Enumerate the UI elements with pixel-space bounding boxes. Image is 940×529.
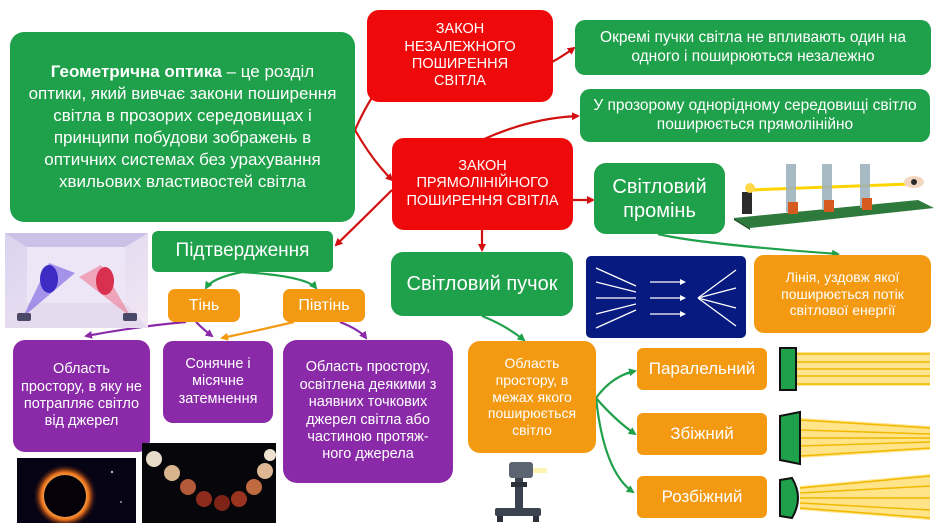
eclipse-box: Сонячне і місячне затемнення bbox=[163, 341, 273, 423]
law-rectilinear-label: ЗАКОН ПРЯМОЛІНІЙНОГО ПОШИРЕННЯ СВІТЛА bbox=[406, 157, 559, 209]
arrow-intro-rectilinear bbox=[354, 129, 394, 182]
beam-title-box: Світловий пучок bbox=[391, 252, 573, 316]
lens-beams-illustration bbox=[779, 347, 931, 520]
arrow-rect-confirm bbox=[334, 189, 393, 247]
confirmation-title: Підтвердження bbox=[175, 240, 310, 262]
law-independent-desc: Окремі пучки світла не впливають один на… bbox=[600, 28, 906, 65]
intro-term: Геометрична оптика bbox=[50, 61, 222, 81]
arrow-confirm-penumbra bbox=[241, 270, 318, 290]
arrow-indep-desc bbox=[551, 46, 576, 63]
arrow-penumbra-eclipse bbox=[220, 320, 295, 341]
penumbra-box: Півтінь bbox=[283, 289, 365, 322]
beam-type-parallel: Паралельний bbox=[637, 348, 767, 390]
arrow-confirm-shadow bbox=[204, 270, 243, 290]
shadow-desc: Область простору, в яку не потрапляє сві… bbox=[21, 361, 142, 430]
arrow-beamdesc-parallel bbox=[595, 368, 637, 399]
law-independent-desc-box: Окремі пучки світла не впливають один на… bbox=[575, 20, 931, 75]
beam-type-converging-label: Збіжний bbox=[670, 423, 734, 443]
arrow-beam-desc bbox=[481, 314, 526, 342]
shadow-label: Тінь bbox=[188, 296, 220, 314]
confirmation-box: Підтвердження bbox=[152, 231, 333, 272]
intro-definition: – це розділ оптики, який вивчає закони п… bbox=[28, 61, 337, 192]
law-rectilinear-desc: У прозорому однорідному середовищі світл… bbox=[593, 96, 917, 133]
law-rectilinear-desc-box: У прозорому однорідному середовищі світл… bbox=[580, 89, 930, 142]
shadow-room-illustration bbox=[5, 233, 148, 328]
lunar-eclipse-photo bbox=[142, 443, 276, 523]
lamp-stand-illustration bbox=[495, 462, 547, 522]
penumbra-desc: Область простору, освітлена деякими з на… bbox=[299, 359, 437, 463]
intro-definition-box: Геометрична оптика – це розділ оптики, я… bbox=[10, 32, 355, 222]
penumbra-desc-box: Область простору, освітлена деякими з на… bbox=[283, 340, 453, 483]
ray-desc: Лінія, уздовж якої поширюється потік сві… bbox=[781, 268, 904, 319]
beam-desc: Область простору, в межах якого поширюєт… bbox=[487, 355, 577, 439]
arrow-ray-desc bbox=[657, 232, 840, 258]
shadow-box: Тінь bbox=[168, 289, 240, 322]
ray-title: Світловий промінь bbox=[612, 175, 707, 222]
ray-desc-box: Лінія, уздовж якої поширюється потік сві… bbox=[754, 255, 931, 333]
beam-type-diverging-label: Розбіжний bbox=[661, 486, 743, 506]
beam-title: Світловий пучок bbox=[406, 273, 558, 295]
beam-kinds-illustration bbox=[586, 256, 746, 338]
arrow-rect-desc bbox=[481, 112, 580, 142]
law-independent-label: ЗАКОН НЕЗАЛЕЖНОГО ПОШИРЕННЯ СВІТЛА bbox=[404, 21, 516, 90]
solar-eclipse-photo bbox=[17, 458, 136, 523]
shadow-desc-box: Область простору, в яку не потрапляє сві… bbox=[13, 340, 150, 452]
arrow-beamdesc-converging bbox=[595, 397, 637, 436]
penumbra-label: Півтінь bbox=[298, 296, 350, 314]
beam-type-diverging: Розбіжний bbox=[637, 476, 767, 518]
light-ray-apparatus bbox=[734, 164, 934, 230]
beam-type-parallel-label: Паралельний bbox=[648, 358, 756, 378]
beam-desc-box: Область простору, в межах якого поширюєт… bbox=[468, 341, 596, 453]
beam-type-converging: Збіжний bbox=[637, 413, 767, 455]
arrow-beamdesc-diverging bbox=[594, 397, 635, 494]
law-rectilinear-box: ЗАКОН ПРЯМОЛІНІЙНОГО ПОШИРЕННЯ СВІТЛА bbox=[392, 138, 573, 230]
ray-title-box: Світловий промінь bbox=[594, 163, 725, 234]
eclipse-label: Сонячне і місячне затемнення bbox=[178, 355, 258, 407]
arrow-shadow-eclipse bbox=[195, 321, 214, 338]
law-independent-box: ЗАКОН НЕЗАЛЕЖНОГО ПОШИРЕННЯ СВІТЛА bbox=[367, 10, 553, 102]
arrow-penumbra-desc bbox=[339, 320, 368, 340]
